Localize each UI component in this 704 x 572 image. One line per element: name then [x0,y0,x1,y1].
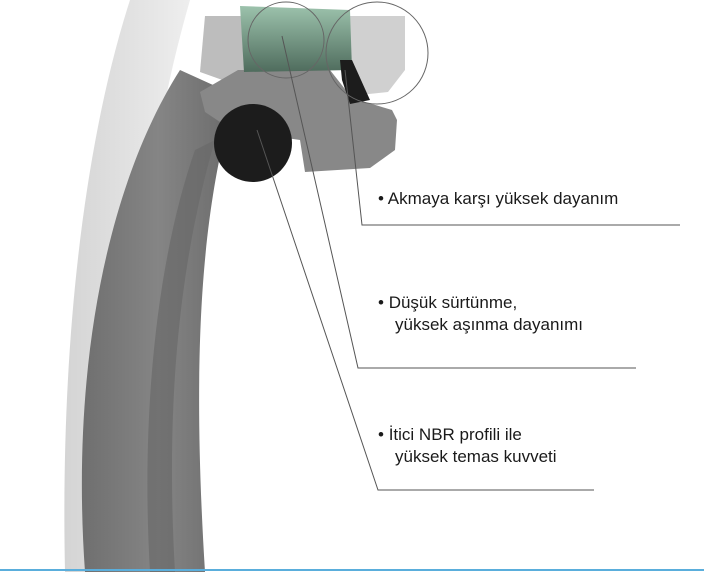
callout-bullet: • [378,189,384,208]
callout-text: Düşük sürtünme, [389,293,518,312]
callout-bullet: • [378,293,384,312]
callout-text: yüksek aşınma dayanımı [378,314,583,336]
callout-text: Akmaya karşı yüksek dayanım [388,189,619,208]
o-ring [214,104,292,182]
callout-text: yüksek temas kuvveti [378,446,557,468]
callout-text: İtici NBR profili ile [389,425,522,444]
callout-bullet: • [378,425,384,444]
callout-low-friction: • Düşük sürtünme, yüksek aşınma dayanımı [378,292,583,336]
callout-extrusion-resistance: • Akmaya karşı yüksek dayanım [378,188,618,210]
callout-contact-force: • İtici NBR profili ile yüksek temas kuv… [378,424,557,468]
